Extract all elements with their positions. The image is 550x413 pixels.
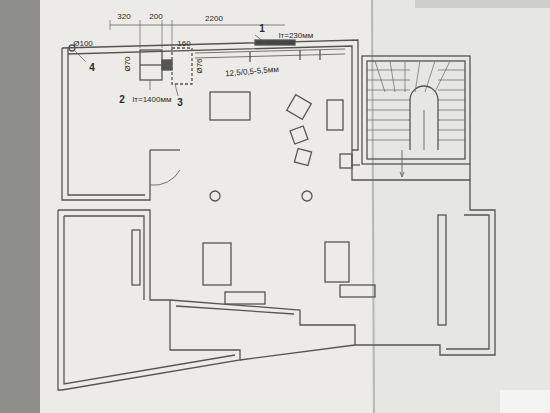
dimension-label: 320	[117, 13, 130, 21]
dimension-label: lт=230мм	[279, 32, 313, 40]
dimension-label: 2	[119, 95, 125, 105]
dimension-label: 3	[177, 98, 183, 108]
dimension-label: 160	[177, 40, 190, 48]
dimension-label: 12,5/0,5-5,5мм	[225, 66, 279, 79]
dimension-label: lт=1400мм	[133, 96, 172, 104]
dimension-label: Ø100	[73, 40, 93, 48]
dimension-label: Ø70	[124, 56, 132, 71]
dimension-label: 1	[259, 24, 265, 34]
dimension-label: 4	[89, 63, 95, 73]
dimension-label: 200	[149, 13, 162, 21]
dimension-label: Ø76	[196, 58, 204, 73]
dimension-label: 2200	[205, 15, 223, 23]
